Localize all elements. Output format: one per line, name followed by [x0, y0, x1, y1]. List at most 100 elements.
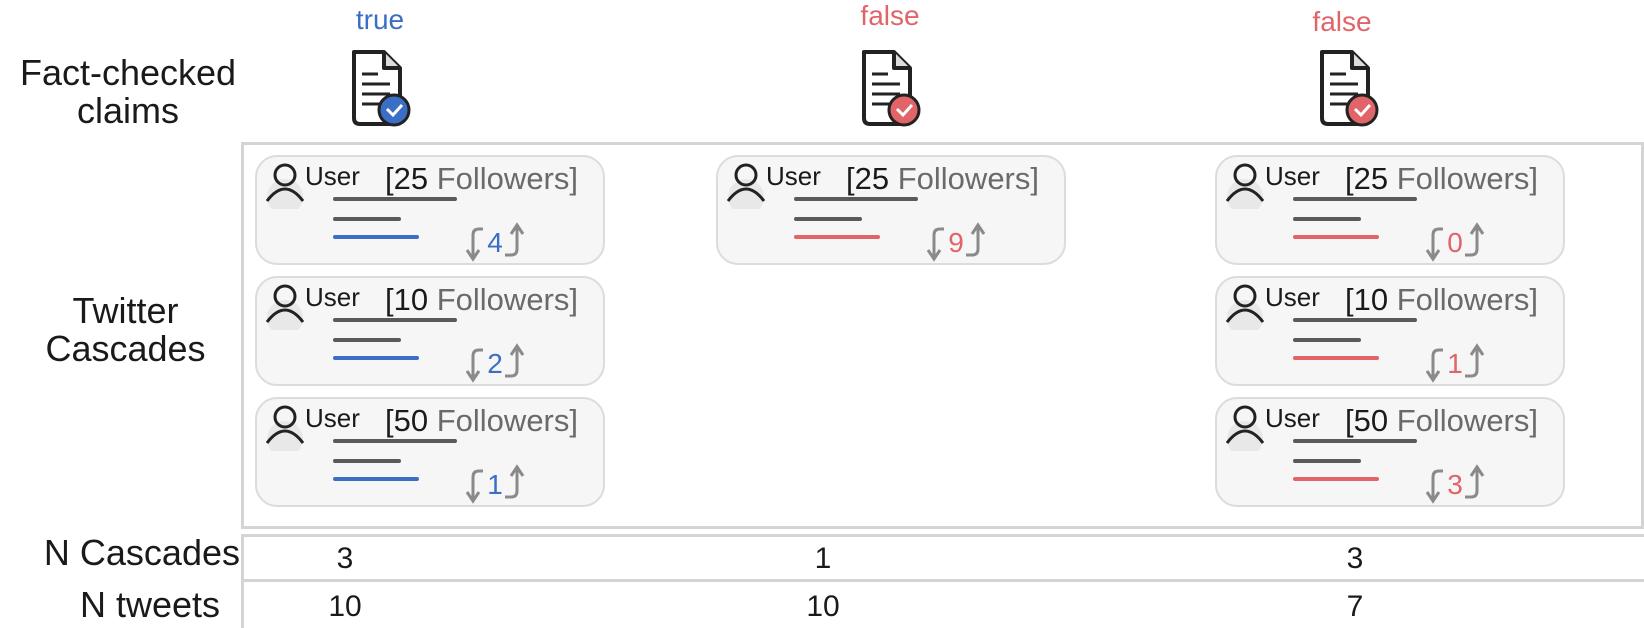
tweet-veracity-line	[1293, 356, 1379, 360]
retweet-count: 2	[487, 348, 503, 379]
n-cascades-value: 3	[336, 542, 354, 575]
follower-number: 25	[1353, 161, 1389, 196]
n-tweets-value: 10	[328, 590, 362, 623]
followers-word: Followers	[1396, 161, 1530, 196]
n-cascades-value: 3	[1346, 542, 1364, 575]
follower-count: [10 Followers]	[385, 282, 578, 318]
tweet-text-line	[1293, 197, 1417, 201]
follower-count: [25 Followers]	[846, 161, 1039, 197]
follower-count: [25 Followers]	[1345, 161, 1538, 197]
cascade-card: User [25 Followers] 9	[716, 155, 1066, 265]
followers-word: Followers	[436, 403, 570, 438]
retweet-icon	[1425, 219, 1485, 265]
n-tweets-value: 7	[1346, 590, 1364, 623]
bracket-open: [	[1345, 282, 1354, 317]
user-name: User	[305, 403, 360, 433]
follower-number: 25	[393, 161, 429, 196]
user-icon	[263, 280, 307, 336]
cascade-card: User [50 Followers] 3	[1215, 397, 1565, 507]
follower-count: [10 Followers]	[1345, 282, 1538, 318]
tweet-text-line	[794, 197, 918, 201]
follower-number: 10	[393, 282, 429, 317]
bracket-open: [	[385, 161, 394, 196]
retweet-count: 1	[487, 469, 503, 500]
row-label-cascades-line2: Cascades	[45, 328, 206, 369]
follower-number: 25	[854, 161, 890, 196]
row-label-claims: Fact-checked claims	[8, 54, 248, 130]
bracket-close: ]	[569, 161, 579, 196]
follower-count: [50 Followers]	[385, 403, 578, 439]
followers-word: Followers	[436, 161, 570, 196]
retweet-icon	[1425, 461, 1485, 507]
tweet-veracity-line	[794, 235, 880, 239]
cascades-panel	[241, 142, 1644, 529]
retweet-count: 4	[487, 227, 503, 258]
user-icon	[1223, 159, 1267, 215]
bracket-close: ]	[1529, 403, 1539, 438]
claim-verdict-label: false	[1312, 6, 1372, 37]
bracket-open: [	[1345, 161, 1354, 196]
bracket-open: [	[1345, 403, 1354, 438]
n-cascades-value: 1	[814, 542, 832, 575]
followers-word: Followers	[897, 161, 1031, 196]
tweet-text-line	[794, 217, 862, 221]
row-label-n-tweets: N tweets	[79, 584, 220, 625]
document-check-icon	[1316, 48, 1380, 135]
retweet-icon	[465, 340, 525, 386]
row-label-cascades: Twitter Cascades	[18, 292, 233, 368]
user-icon	[1223, 280, 1267, 336]
row-label-claims-line1: Fact-checked	[19, 52, 237, 93]
follower-count: [50 Followers]	[1345, 403, 1538, 439]
tweet-text-line	[333, 459, 401, 463]
row-label-n-cascades: N Cascades	[43, 532, 240, 573]
retweet-icon	[1425, 340, 1485, 386]
user-icon	[724, 159, 768, 215]
tweet-text-line	[333, 318, 457, 322]
tweet-veracity-line	[333, 477, 419, 481]
user-name: User	[1265, 282, 1320, 312]
follower-number: 50	[1353, 403, 1389, 438]
followers-word: Followers	[436, 282, 570, 317]
retweet-count: 3	[1447, 469, 1463, 500]
tweet-text-line	[333, 439, 457, 443]
retweet-count: 1	[1447, 348, 1463, 379]
n-tweets-row	[241, 580, 1644, 628]
tweet-text-line	[333, 338, 401, 342]
n-cascades-row	[241, 534, 1644, 582]
tweet-text-line	[1293, 318, 1417, 322]
tweet-veracity-line	[1293, 235, 1379, 239]
follower-number: 10	[1353, 282, 1389, 317]
tweet-text-line	[1293, 439, 1417, 443]
cascade-card: User [25 Followers] 4	[255, 155, 605, 265]
user-name: User	[305, 282, 360, 312]
user-icon	[263, 159, 307, 215]
tweet-text-line	[333, 217, 401, 221]
tweet-text-line	[333, 197, 457, 201]
n-tweets-value: 10	[806, 590, 840, 623]
bracket-close: ]	[1529, 161, 1539, 196]
tweet-text-line	[1293, 217, 1361, 221]
user-name: User	[1265, 161, 1320, 191]
retweet-icon	[465, 461, 525, 507]
user-name: User	[766, 161, 821, 191]
cascade-card: User [50 Followers] 1	[255, 397, 605, 507]
document-check-icon	[348, 48, 412, 135]
claim-verdict-label: true	[355, 4, 405, 35]
retweet-icon	[926, 219, 986, 265]
tweet-text-line	[1293, 338, 1361, 342]
follower-number: 50	[393, 403, 429, 438]
followers-word: Followers	[1396, 282, 1530, 317]
cascade-card: User [25 Followers] 0	[1215, 155, 1565, 265]
bracket-close: ]	[1030, 161, 1040, 196]
user-icon	[1223, 401, 1267, 457]
tweet-veracity-line	[1293, 477, 1379, 481]
bracket-open: [	[385, 282, 394, 317]
retweet-count: 0	[1447, 227, 1463, 258]
tweet-text-line	[1293, 459, 1361, 463]
bracket-close: ]	[569, 282, 579, 317]
cascade-card: User [10 Followers] 2	[255, 276, 605, 386]
user-name: User	[1265, 403, 1320, 433]
row-label-claims-line2: claims	[76, 90, 179, 131]
bracket-open: [	[846, 161, 855, 196]
followers-word: Followers	[1396, 403, 1530, 438]
